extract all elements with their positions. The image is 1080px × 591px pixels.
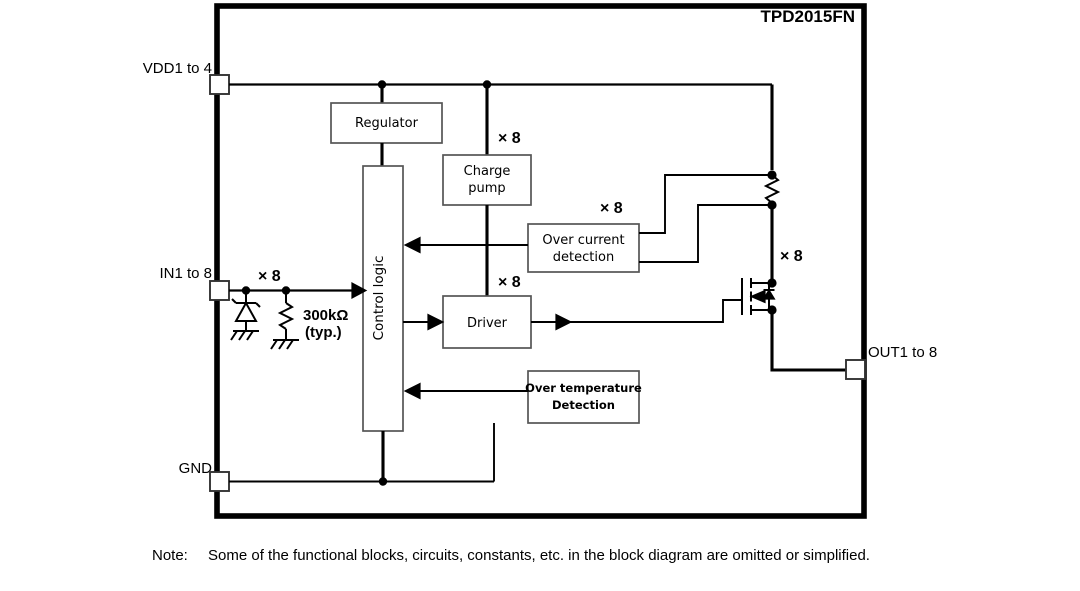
arrowhead-control-to-driver xyxy=(427,313,445,331)
block-over-temperature xyxy=(527,370,640,424)
resistor-sense-icon xyxy=(763,174,781,204)
pin-terminal-out xyxy=(845,359,866,380)
arrowhead-overtemp-to-control xyxy=(403,382,421,400)
block-over-temperature-label-2: Detection xyxy=(552,398,615,412)
pin-terminal-in xyxy=(209,280,230,301)
block-over-current-label-1: Over current xyxy=(542,233,624,248)
pin-label-vdd: VDD1 to 4 xyxy=(143,60,212,77)
device-outline xyxy=(214,3,867,519)
pin-terminal-vdd xyxy=(209,74,230,95)
block-over-current-label-2: detection xyxy=(553,250,614,265)
block-driver xyxy=(442,295,532,349)
note-text: Some of the functional blocks, circuits,… xyxy=(208,547,870,564)
zener-flag-right xyxy=(255,302,261,308)
multiplier-input: × 8 xyxy=(258,268,281,285)
mosfet-bulk-arrow xyxy=(749,289,766,304)
zener-flag-left xyxy=(231,298,237,304)
ground-pulldown-hatch2 xyxy=(278,339,286,350)
multiplier-over-current: × 8 xyxy=(600,200,623,217)
zener-diode-icon xyxy=(234,300,258,322)
block-regulator-label: Regulator xyxy=(355,116,419,131)
ground-zener-hatch3 xyxy=(246,330,254,341)
junction-gnd-control xyxy=(378,477,388,486)
note-block: Note: Some of the functional blocks, circ… xyxy=(152,546,982,565)
ground-zener-hatch1 xyxy=(230,330,238,341)
block-over-current xyxy=(527,223,640,273)
pin-label-in: IN1 to 8 xyxy=(159,265,212,282)
ground-pulldown-hatch3 xyxy=(286,339,294,350)
ground-zener-hatch2 xyxy=(238,330,246,341)
arrowhead-overcurrent-to-control xyxy=(403,236,421,254)
block-charge-pump xyxy=(442,154,532,206)
wire-mosfet-to-out xyxy=(770,310,846,372)
body-diode-icon xyxy=(762,288,776,300)
block-regulator xyxy=(330,102,443,144)
block-control-logic xyxy=(362,165,404,432)
device-title: TPD2015FN xyxy=(761,7,855,26)
block-charge-pump-label-2: pump xyxy=(468,181,505,196)
wire-sense-low xyxy=(639,204,772,263)
junction-mosfet-drain xyxy=(767,278,777,288)
block-control-logic-label: Control logic xyxy=(371,256,387,341)
pin-label-out: OUT1 to 8 xyxy=(868,344,937,361)
pin-label-gnd: GND xyxy=(179,460,213,477)
block-charge-pump-label-1: Charge xyxy=(464,164,511,179)
multiplier-charge-pump: × 8 xyxy=(498,130,521,147)
resistor-pulldown-value: 300kΩ xyxy=(303,307,348,324)
wire-driver-to-gate xyxy=(531,299,742,323)
resistor-pulldown-tolerance: (typ.) xyxy=(305,324,342,341)
block-over-temperature-label-1: Over temperature xyxy=(525,381,642,395)
arrowhead-driver-output xyxy=(555,313,573,331)
arrowhead-in-to-control xyxy=(351,281,368,300)
note-label: Note: xyxy=(152,547,188,564)
wire-sense-high xyxy=(639,174,772,234)
multiplier-mosfet: × 8 xyxy=(780,248,803,265)
ground-pulldown-hatch1 xyxy=(270,339,278,350)
pin-terminal-gnd xyxy=(209,471,230,492)
block-driver-label: Driver xyxy=(467,316,508,331)
multiplier-driver: × 8 xyxy=(498,274,521,291)
resistor-pulldown-icon xyxy=(277,302,295,330)
